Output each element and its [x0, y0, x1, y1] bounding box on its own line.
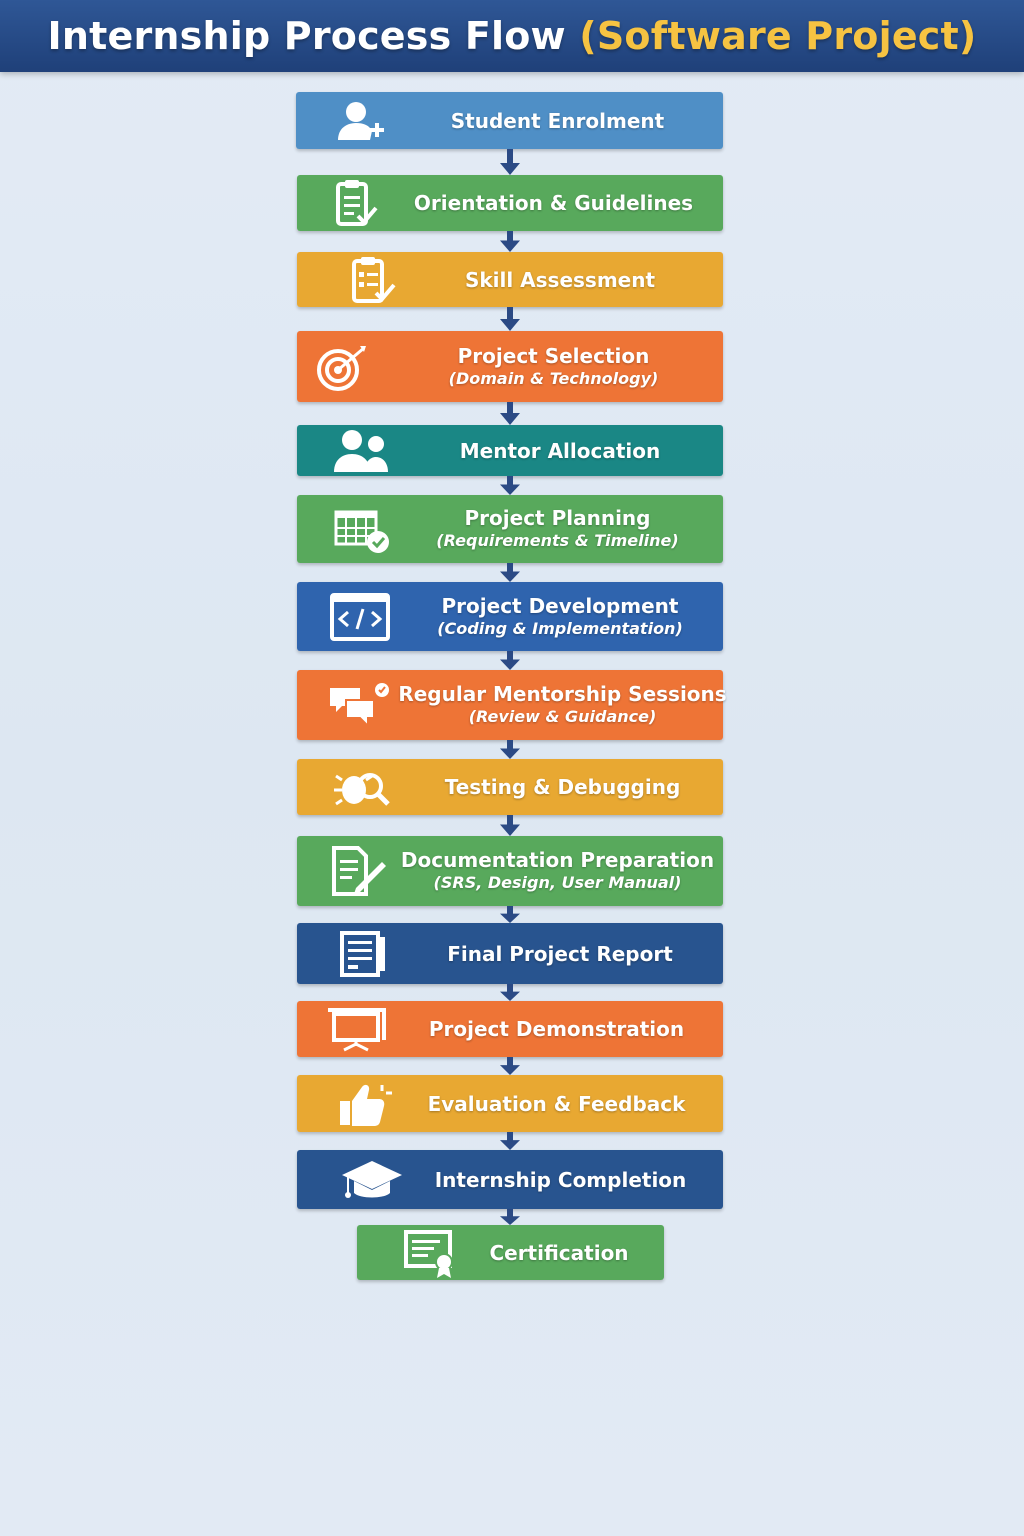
- step-student-enrolment: Student Enrolment: [296, 92, 723, 149]
- connector-arrow: [499, 307, 521, 331]
- connector-arrow: [499, 740, 521, 759]
- step-text: Final Project Report: [405, 923, 715, 984]
- step-sublabel: (Coding & Implementation): [437, 618, 683, 638]
- chat-bubbles-icon: [326, 680, 390, 730]
- step-project-planning: Project Planning(Requirements & Timeline…: [297, 495, 723, 563]
- step-label: Student Enrolment: [450, 108, 665, 133]
- step-label: Internship Completion: [434, 1167, 687, 1192]
- step-text: Project Development(Coding & Implementat…: [405, 582, 715, 651]
- step-label: Evaluation & Feedback: [427, 1091, 686, 1116]
- step-documentation-preparation: Documentation Preparation(SRS, Design, U…: [297, 836, 723, 906]
- connector-arrow: [499, 402, 521, 425]
- step-sublabel: (Domain & Technology): [448, 368, 659, 388]
- step-label: Documentation Preparation: [400, 848, 715, 872]
- connector-arrow: [499, 815, 521, 836]
- connector-arrow: [499, 651, 521, 670]
- certificate-icon: [402, 1228, 466, 1278]
- graduation-cap-icon: [340, 1155, 404, 1205]
- report-icon: [334, 929, 398, 979]
- connector-arrow: [499, 1132, 521, 1150]
- header-bar: Internship Process Flow (Software Projec…: [0, 0, 1024, 72]
- page-title: Internship Process Flow (Software Projec…: [0, 0, 1024, 72]
- step-mentor-allocation: Mentor Allocation: [297, 425, 723, 476]
- step-regular-mentorship-sessions: Regular Mentorship Sessions(Review & Gui…: [297, 670, 727, 740]
- step-text: Project Demonstration: [398, 1001, 715, 1057]
- step-label: Skill Assessment: [464, 267, 656, 292]
- step-project-selection: Project Selection(Domain & Technology): [297, 331, 723, 402]
- presentation-board-icon: [326, 1004, 390, 1054]
- step-text: Skill Assessment: [405, 252, 715, 307]
- calendar-check-icon: [330, 504, 394, 554]
- connector-arrow: [499, 231, 521, 252]
- step-label: Project Planning: [464, 506, 651, 530]
- step-label: Testing & Debugging: [444, 775, 681, 799]
- title-main: Internship Process Flow: [47, 14, 566, 58]
- step-text: Testing & Debugging: [410, 759, 715, 815]
- step-final-project-report: Final Project Report: [297, 923, 723, 984]
- step-label: Project Demonstration: [428, 1017, 685, 1041]
- step-text: Orientation & Guidelines: [392, 175, 715, 231]
- step-internship-completion: Internship Completion: [297, 1150, 723, 1209]
- step-project-development: Project Development(Coding & Implementat…: [297, 582, 723, 651]
- step-label: Regular Mentorship Sessions: [398, 682, 727, 706]
- bug-search-icon: [332, 762, 396, 812]
- step-text: Internship Completion: [406, 1150, 715, 1209]
- connector-arrow: [499, 149, 521, 175]
- step-label: Project Selection: [457, 343, 650, 368]
- step-label: Certification: [489, 1240, 629, 1265]
- step-certification: Certification: [357, 1225, 664, 1280]
- step-project-demonstration: Project Demonstration: [297, 1001, 723, 1057]
- add-user-icon: [330, 96, 394, 146]
- step-label: Mentor Allocation: [459, 438, 661, 463]
- step-sublabel: (Requirements & Timeline): [436, 531, 679, 550]
- step-text: Evaluation & Feedback: [398, 1075, 715, 1132]
- clipboard-check-icon: [326, 178, 390, 228]
- connector-arrow: [499, 563, 521, 582]
- step-text: Student Enrolment: [400, 92, 715, 149]
- connector-arrow: [499, 1057, 521, 1075]
- step-text: Project Selection(Domain & Technology): [392, 331, 715, 402]
- connector-arrow: [499, 906, 521, 923]
- step-skill-assessment: Skill Assessment: [297, 252, 723, 307]
- connector-arrow: [499, 1209, 521, 1225]
- step-text: Regular Mentorship Sessions(Review & Gui…: [398, 670, 726, 740]
- document-pen-icon: [326, 846, 390, 896]
- step-text: Mentor Allocation: [405, 425, 715, 476]
- step-text: Project Planning(Requirements & Timeline…: [400, 495, 715, 563]
- step-orientation-guidelines: Orientation & Guidelines: [297, 175, 723, 231]
- thumbs-up-icon: [334, 1079, 398, 1129]
- target-icon: [310, 342, 374, 392]
- checklist-icon: [342, 255, 406, 305]
- step-sublabel: (Review & Guidance): [468, 707, 657, 726]
- connector-arrow: [499, 984, 521, 1001]
- step-label: Final Project Report: [447, 941, 673, 966]
- step-testing-debugging: Testing & Debugging: [297, 759, 723, 815]
- step-sublabel: (SRS, Design, User Manual): [433, 873, 682, 892]
- code-window-icon: [328, 592, 392, 642]
- step-text: Certification: [462, 1225, 656, 1280]
- step-label: Orientation & Guidelines: [413, 191, 694, 215]
- step-text: Documentation Preparation(SRS, Design, U…: [400, 836, 715, 906]
- title-accent: (Software Project): [579, 14, 977, 58]
- users-icon: [330, 426, 394, 476]
- step-evaluation-feedback: Evaluation & Feedback: [297, 1075, 723, 1132]
- connector-arrow: [499, 476, 521, 495]
- step-label: Project Development: [441, 593, 679, 618]
